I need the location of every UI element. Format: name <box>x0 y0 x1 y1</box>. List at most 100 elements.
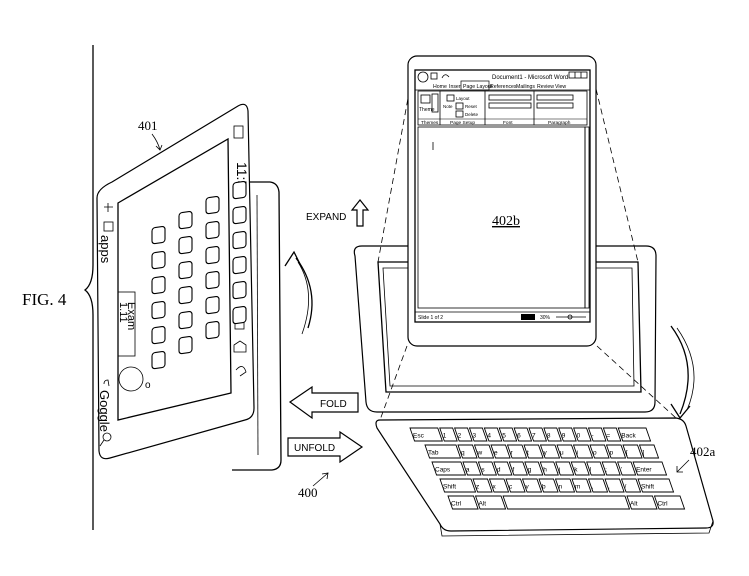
app-icon[interactable] <box>178 236 193 255</box>
keyboard-key[interactable] <box>539 444 561 459</box>
app-icon[interactable] <box>151 276 166 295</box>
keyboard-key[interactable] <box>601 461 621 476</box>
keyboard-key[interactable] <box>605 444 627 459</box>
apps-label[interactable]: apps <box>98 235 113 264</box>
app-icon[interactable] <box>232 306 247 325</box>
ribbon-tab[interactable]: View <box>555 84 566 90</box>
ribbon-tab[interactable]: Home <box>433 84 447 90</box>
keyboard-key[interactable] <box>558 427 577 442</box>
keyboard-key[interactable] <box>472 478 493 493</box>
keyboard-key[interactable] <box>521 478 543 493</box>
settings-icon[interactable] <box>104 203 113 212</box>
fold-arrow[interactable]: FOLD <box>288 385 359 420</box>
keyboard-key[interactable] <box>506 444 528 459</box>
keyboard-key[interactable] <box>453 427 473 442</box>
app-icon[interactable] <box>205 271 220 290</box>
clock-widget[interactable] <box>117 291 136 357</box>
keyboard-key[interactable] <box>616 461 637 476</box>
app-icon[interactable] <box>178 286 193 305</box>
themes-icon[interactable] <box>420 94 431 104</box>
keyboard-key[interactable] <box>572 444 594 459</box>
home-icon[interactable] <box>233 340 247 353</box>
unfold-arrow[interactable]: UNFOLD <box>287 430 364 464</box>
app-icon[interactable] <box>151 226 166 245</box>
keyboard-key[interactable] <box>409 427 443 442</box>
app-icon[interactable] <box>232 256 247 275</box>
keyboard-key[interactable] <box>424 444 462 459</box>
layout-icon[interactable] <box>446 94 455 102</box>
keyboard-key[interactable] <box>508 461 528 476</box>
keyboard-key[interactable] <box>587 427 607 442</box>
undo-icon[interactable] <box>441 74 450 79</box>
view-buttons[interactable] <box>521 314 535 320</box>
keyboard-key[interactable] <box>505 478 526 493</box>
keyboard-key[interactable] <box>632 461 668 476</box>
app-icon[interactable] <box>232 206 247 225</box>
keyboard-key[interactable] <box>637 478 675 493</box>
zoom-thumb[interactable] <box>567 314 573 320</box>
app-icon[interactable] <box>205 246 220 265</box>
vertical-scrollbar[interactable] <box>584 126 590 309</box>
keyboard-key[interactable] <box>620 478 642 493</box>
save-icon[interactable] <box>430 72 438 80</box>
ribbon-small-controls[interactable] <box>431 93 439 113</box>
search-label[interactable]: Goggle <box>97 390 112 432</box>
keyboard-key[interactable] <box>539 461 559 476</box>
keyboard-key[interactable] <box>622 444 643 459</box>
delete-icon[interactable] <box>455 110 464 118</box>
reset-icon[interactable] <box>455 102 464 110</box>
ribbon-tab[interactable]: Review <box>537 84 554 90</box>
keyboard-key[interactable] <box>524 461 544 476</box>
keyboard-key[interactable] <box>626 495 658 510</box>
font-format-box[interactable] <box>488 102 532 109</box>
keyboard-key[interactable] <box>431 461 467 476</box>
window-controls[interactable] <box>568 71 588 79</box>
keyboard-key[interactable] <box>638 444 660 459</box>
keyboard-key[interactable] <box>439 427 458 442</box>
keyboard-key[interactable] <box>555 461 575 476</box>
keyboard-key[interactable] <box>490 444 511 459</box>
app-icon[interactable] <box>205 221 220 240</box>
keyboard-key[interactable] <box>513 427 533 442</box>
keyboard-key[interactable] <box>571 478 592 493</box>
office-button[interactable] <box>417 71 429 83</box>
keyboard-key[interactable] <box>474 495 507 510</box>
app-icon[interactable] <box>178 261 193 280</box>
expand-arrow[interactable]: EXPAND <box>306 199 370 227</box>
ribbon-layout[interactable]: Layout <box>456 96 470 101</box>
app-icon[interactable] <box>232 281 247 300</box>
app-icon[interactable] <box>178 211 193 230</box>
ribbon-tab[interactable]: Mailings <box>516 84 535 90</box>
keyboard-key[interactable] <box>556 444 577 459</box>
app-icon[interactable] <box>205 321 220 340</box>
keyboard-key[interactable] <box>587 478 609 493</box>
keyboard-key[interactable] <box>570 461 590 476</box>
keyboard-key[interactable] <box>572 427 592 442</box>
app-icon[interactable] <box>151 351 166 370</box>
keyboard-key[interactable] <box>554 478 576 493</box>
keyboard-key[interactable] <box>538 478 559 493</box>
ribbon-delete[interactable]: Delete <box>465 112 479 117</box>
ribbon-tab[interactable]: References <box>490 84 517 90</box>
keyboard-key[interactable] <box>488 478 510 493</box>
keyboard-key[interactable] <box>528 427 548 442</box>
app-icon[interactable] <box>205 196 220 215</box>
app-icon[interactable] <box>178 311 193 330</box>
paragraph-box-1[interactable] <box>536 94 574 101</box>
ribbon-reset[interactable]: Reset <box>465 104 478 109</box>
app-icon[interactable] <box>178 336 193 355</box>
ribbon-tab[interactable]: Insert <box>449 84 463 90</box>
keyboard-key[interactable] <box>604 478 625 493</box>
app-icon[interactable] <box>205 296 220 315</box>
clock-dial[interactable] <box>118 366 144 392</box>
microphone-icon[interactable] <box>103 379 110 387</box>
font-name-box[interactable] <box>488 94 532 101</box>
paragraph-box-2[interactable] <box>536 102 574 109</box>
search-icon[interactable] <box>102 432 112 442</box>
apps-grid-icon[interactable] <box>103 221 114 232</box>
app-icon[interactable] <box>232 231 247 250</box>
keyboard-key[interactable] <box>493 461 513 476</box>
keyboard-key[interactable] <box>439 478 477 493</box>
keyboard-key[interactable] <box>586 461 606 476</box>
keyboard-key[interactable] <box>457 444 478 459</box>
